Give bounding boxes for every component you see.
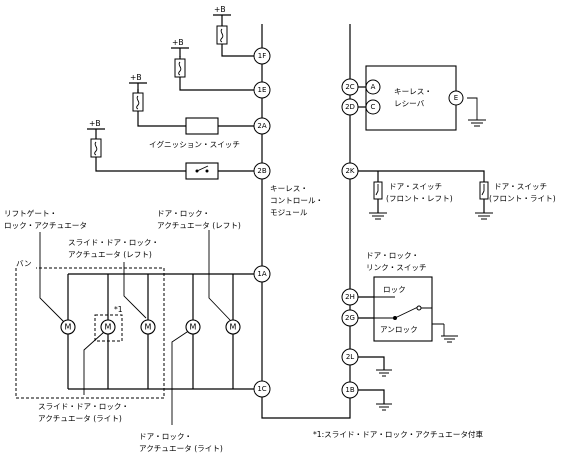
terminal-2D: 2D xyxy=(341,98,359,116)
svg-text:1C: 1C xyxy=(257,385,266,393)
svg-text:1E: 1E xyxy=(258,86,267,94)
svg-text:E: E xyxy=(454,94,458,102)
terminal-2L: 2L xyxy=(341,348,359,366)
svg-text:(フロント・レフト): (フロント・レフト) xyxy=(386,194,453,203)
slide-right-label-1: スライド・ドア・ロック・ xyxy=(38,402,129,411)
motor-liftgate: M xyxy=(60,319,76,335)
fuse-icon xyxy=(174,58,186,78)
svg-text:ドア・スイッチ: ドア・スイッチ xyxy=(494,182,547,191)
svg-text:アンロック: アンロック xyxy=(380,325,418,334)
slide-left-label-2: アクチュエータ (レフト) xyxy=(68,250,152,259)
svg-text:2C: 2C xyxy=(345,83,354,91)
svg-text:1B: 1B xyxy=(345,386,354,394)
ground-icon xyxy=(441,324,458,343)
van-boundary: バン *1 xyxy=(15,259,165,399)
ground-icon xyxy=(475,212,493,220)
control-module-label: キーレス・ コントロール・ モジュール xyxy=(270,184,323,217)
actuator-labels: リフトゲート・ ロック・アクチュエータ スライド・ドア・ロック・ アクチュエータ… xyxy=(4,209,241,453)
ignition-switch: イグニッション・スイッチ xyxy=(149,117,240,149)
receiver-label-1: キーレス・ xyxy=(394,87,432,96)
svg-text:A: A xyxy=(371,83,376,91)
plus-b-label: +B xyxy=(89,119,101,128)
motor-door-right: M xyxy=(185,319,201,335)
footnote-text: *1:スライド・ドア・ロック・アクチュエータ付車 xyxy=(313,429,484,439)
terminal-2A: 2A xyxy=(253,117,271,135)
door-right-label-1: ドア・ロック・ xyxy=(139,432,192,441)
svg-text:2H: 2H xyxy=(345,293,355,301)
terminal-1A: 1A xyxy=(253,265,271,283)
terminal-2B: 2B xyxy=(253,162,271,180)
slide-right-label-2: アクチュエータ (ライト) xyxy=(38,414,122,423)
terminal-2H: 2H xyxy=(341,288,359,306)
receiver-pin-e: E xyxy=(448,90,464,106)
svg-text:2K: 2K xyxy=(345,167,354,175)
terminal-1E: 1E xyxy=(253,81,271,99)
svg-text:2G: 2G xyxy=(345,314,355,322)
svg-text:(フロント・ライト): (フロント・ライト) xyxy=(489,194,556,203)
svg-text:キーレス・: キーレス・ xyxy=(270,184,308,193)
svg-text:2A: 2A xyxy=(257,122,266,130)
ground-icon xyxy=(376,369,392,377)
supply-2: +B xyxy=(171,38,189,78)
terminal-1C: 1C xyxy=(253,380,271,398)
fuse-icon xyxy=(216,25,228,45)
door-right-label-2: アクチュエータ (ライト) xyxy=(139,444,223,453)
terminal-2G: 2G xyxy=(341,309,359,327)
key-switch xyxy=(185,162,219,180)
svg-text:M: M xyxy=(230,323,237,332)
terminal-2K: 2K xyxy=(341,162,359,180)
ground-icon xyxy=(467,97,486,127)
svg-text:1A: 1A xyxy=(257,270,266,278)
svg-text:2B: 2B xyxy=(257,167,266,175)
liftgate-label-2: ロック・アクチュエータ xyxy=(4,221,87,230)
ignition-switch-label: イグニッション・スイッチ xyxy=(149,139,240,149)
terminal-1F: 1F xyxy=(253,47,271,65)
door-switch-front-right: ドア・スイッチ (フロント・ライト) xyxy=(479,181,556,203)
footnote-mark: *1 xyxy=(114,305,123,314)
door-lock-link-switch: ドア・ロック・ リンク・スイッチ ロック アンロック xyxy=(366,251,444,342)
svg-text:M: M xyxy=(65,323,72,332)
keyless-receiver: キーレス・ レシーバ A C E xyxy=(365,65,464,131)
svg-text:M: M xyxy=(145,323,152,332)
receiver-pin-c: C xyxy=(365,99,381,115)
terminal-2C: 2C xyxy=(341,78,359,96)
terminal-1B: 1B xyxy=(341,381,359,399)
slide-left-label-1: スライド・ドア・ロック・ xyxy=(68,238,159,247)
svg-text:C: C xyxy=(371,103,376,111)
van-label: バン xyxy=(16,259,32,268)
svg-text:2L: 2L xyxy=(346,353,354,361)
motor-door-left: M xyxy=(225,319,241,335)
svg-text:M: M xyxy=(105,323,112,332)
svg-text:1F: 1F xyxy=(258,52,266,60)
supply-4: +B xyxy=(87,119,105,158)
svg-text:M: M xyxy=(190,323,197,332)
svg-text:ドア・ロック・: ドア・ロック・ xyxy=(366,251,419,260)
ground-symbols xyxy=(369,97,493,411)
plus-b-label: +B xyxy=(130,73,142,82)
svg-text:ロック: ロック xyxy=(383,285,406,294)
door-switch-front-left: ドア・スイッチ (フロント・レフト) xyxy=(373,181,453,203)
fuse-icon xyxy=(132,92,144,112)
motor-slide-left: M xyxy=(140,319,156,335)
door-left-label-2: アクチュエータ (レフト) xyxy=(157,221,241,230)
receiver-label-2: レシーバ xyxy=(394,99,425,108)
plus-b-label: +B xyxy=(172,38,184,47)
motor-slide-right: M xyxy=(100,319,116,335)
plus-b-label: +B xyxy=(214,5,226,14)
svg-text:モジュール: モジュール xyxy=(270,208,308,217)
receiver-pin-a: A xyxy=(365,79,381,95)
ground-icon xyxy=(369,212,387,220)
door-left-label-1: ドア・ロック・ xyxy=(157,209,210,218)
fuse-icon xyxy=(90,138,102,158)
svg-text:リンク・スイッチ: リンク・スイッチ xyxy=(366,263,427,272)
svg-text:2D: 2D xyxy=(345,103,355,111)
svg-text:コントロール・: コントロール・ xyxy=(270,196,323,205)
svg-text:ドア・スイッチ: ドア・スイッチ xyxy=(389,182,442,191)
supply-1: +B xyxy=(213,5,231,45)
supply-3: +B xyxy=(129,73,147,112)
ground-icon xyxy=(376,403,392,411)
liftgate-label-1: リフトゲート・ xyxy=(4,209,57,218)
